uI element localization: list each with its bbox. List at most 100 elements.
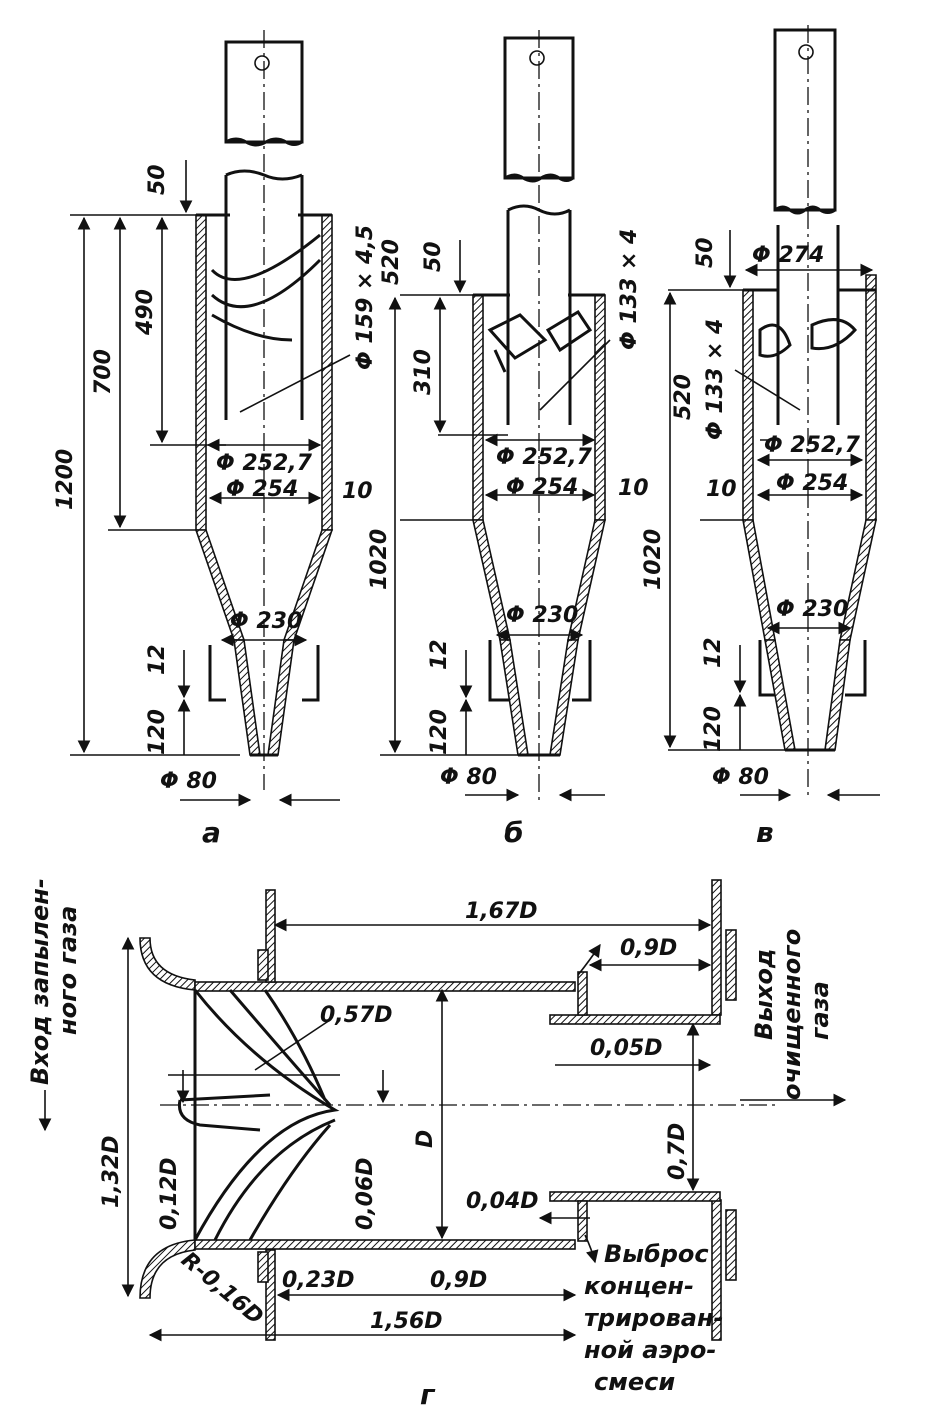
view-b-wall-left bbox=[472, 294, 484, 521]
view-a-outlet-right bbox=[267, 639, 295, 756]
view-g-skimmer-bottom bbox=[577, 1200, 588, 1242]
view-g-outlet-label-1: Выход bbox=[750, 949, 778, 1040]
view-b-cone-left bbox=[472, 519, 511, 641]
view-g-casing-flange-right-top bbox=[725, 929, 737, 1001]
view-g-label-07: 0,7D bbox=[665, 1123, 690, 1180]
view-v-top-pipe bbox=[773, 28, 837, 212]
view-a-label-230: Φ 230 bbox=[230, 609, 302, 634]
view-g-swirl-vanes bbox=[193, 989, 340, 1241]
view-b-outlet-right bbox=[549, 639, 579, 756]
view-b-label-230: Φ 230 bbox=[506, 603, 578, 628]
view-g-outlet-pipe-bottom bbox=[549, 1191, 721, 1202]
view-g-inlet-bell-top bbox=[139, 937, 196, 991]
view-g-label-09-top: 0,9D bbox=[620, 936, 677, 961]
view-g-discharge-label-1: Выброс bbox=[604, 1240, 709, 1268]
view-g-discharge-label-3: трирован- bbox=[584, 1304, 724, 1332]
view-v-pipe-hole bbox=[798, 44, 814, 60]
view-g-tube-bottom-wall bbox=[194, 1239, 576, 1250]
view-b-wall-right bbox=[594, 294, 606, 521]
view-a-label-12: 12 bbox=[145, 644, 170, 675]
view-g-discharge-label-5: смеси bbox=[594, 1368, 675, 1396]
view-v-extension-lines bbox=[668, 289, 785, 751]
view-g-label-057: 0,57D bbox=[320, 1003, 393, 1028]
view-a-label-254: Φ 254 bbox=[226, 477, 298, 502]
view-g-label-132: 1,32D bbox=[99, 1135, 124, 1208]
view-a-label-50: 50 bbox=[145, 164, 170, 195]
view-b-caption: б bbox=[504, 816, 524, 849]
view-v-label-1020: 1020 bbox=[641, 529, 666, 590]
view-b-label-10: 10 bbox=[618, 476, 649, 501]
view-v-lower-housing bbox=[758, 640, 867, 697]
view-g-casing-top-left bbox=[265, 889, 276, 983]
view-g-discharge-label-2: концен- bbox=[584, 1272, 694, 1300]
view-a-caption: а bbox=[202, 816, 221, 849]
view-v-pipe-break bbox=[774, 205, 836, 215]
view-b-label-120: 120 bbox=[427, 709, 452, 755]
view-a: 1200 700 490 50 Φ 159 × 4,5 Φ 252,7 Φ 25… bbox=[53, 30, 378, 849]
view-g-casing-top-right bbox=[711, 879, 722, 1016]
view-g-outlet-label-3: газа bbox=[806, 981, 834, 1040]
view-v-leader bbox=[734, 369, 801, 411]
view-a-leader bbox=[239, 354, 351, 413]
view-a-label-10: 10 bbox=[342, 479, 373, 504]
view-g-label-D: D bbox=[413, 1130, 438, 1148]
view-g-casing-flange-top bbox=[257, 949, 269, 981]
view-g-skimmer-top bbox=[577, 971, 588, 1016]
view-g-discharge-arrow-bottom bbox=[584, 1234, 599, 1264]
view-b-label-2527: Φ 252,7 bbox=[496, 445, 593, 470]
view-a-label-80: Φ 80 bbox=[160, 769, 217, 794]
view-g-inlet-label-2: ного газа bbox=[54, 906, 82, 1035]
view-g-label-r016: R-0,16D bbox=[176, 1247, 268, 1330]
view-b-swirl-blades bbox=[487, 309, 593, 373]
view-b-label-310: 310 bbox=[411, 349, 436, 395]
view-v-label-274: Φ 274 bbox=[752, 243, 824, 268]
view-g-casing-flange-bottom bbox=[257, 1251, 269, 1283]
view-a-label-2527: Φ 252,7 bbox=[216, 451, 313, 476]
view-v-wall-left bbox=[742, 289, 754, 521]
view-g-label-156: 1,56D bbox=[370, 1309, 443, 1334]
view-a-wall-right bbox=[321, 214, 333, 531]
view-b-label-254: Φ 254 bbox=[506, 475, 578, 500]
view-v-label-10: 10 bbox=[706, 477, 737, 502]
view-a-label-490: 490 bbox=[133, 289, 158, 336]
view-a-label-700: 700 bbox=[91, 349, 116, 395]
view-g-discharge-arrow-top bbox=[577, 943, 601, 976]
view-b-label-50: 50 bbox=[421, 241, 446, 272]
view-g-outlet-label-2: очищенного bbox=[778, 929, 806, 1100]
view-v-swirl-blades bbox=[758, 318, 857, 358]
view-b-label-80: Φ 80 bbox=[440, 765, 497, 790]
view-g: 1,67D 0,9D 0,57D 0,05D D 1,32D 0,12D 0,0… bbox=[26, 878, 847, 1409]
view-v-label-230: Φ 230 bbox=[776, 597, 848, 622]
view-a-lower-housing bbox=[208, 645, 320, 702]
view-g-caption: г bbox=[420, 1378, 436, 1409]
view-g-label-09-bot: 0,9D bbox=[430, 1268, 487, 1293]
view-b: 520 50 310 1020 Φ 133 × 4 Φ 252,7 Φ 254 … bbox=[367, 30, 649, 849]
view-b-extension-lines bbox=[380, 294, 518, 756]
view-v-label-12: 12 bbox=[701, 637, 726, 668]
view-v-caption: в bbox=[756, 816, 774, 849]
view-g-label-004: 0,04D bbox=[466, 1189, 539, 1214]
view-a-outlet-left bbox=[233, 639, 261, 756]
view-b-label-520: 520 bbox=[379, 239, 404, 285]
view-g-hub bbox=[177, 1093, 271, 1132]
view-v-label-50: 50 bbox=[693, 237, 718, 268]
view-b-pipe-break bbox=[504, 173, 574, 183]
view-b-outlet-left bbox=[499, 639, 529, 756]
view-g-inlet-label-1: Вход запылен- bbox=[26, 878, 54, 1085]
view-a-pipe-break bbox=[225, 137, 303, 147]
view-a-swirl-blade bbox=[210, 233, 322, 342]
view-v-cone-right bbox=[839, 519, 877, 641]
view-v-label-254: Φ 254 bbox=[776, 471, 848, 496]
view-b-leader bbox=[539, 339, 611, 411]
view-g-label-167: 1,67D bbox=[465, 899, 538, 924]
view-a-extension-lines bbox=[70, 214, 240, 756]
view-b-label-1020: 1020 bbox=[367, 529, 392, 590]
view-g-outlet-pipe-top bbox=[549, 1014, 721, 1025]
view-b-lower-housing bbox=[488, 640, 592, 702]
view-a-label-120: 120 bbox=[145, 709, 170, 755]
view-g-label-005: 0,05D bbox=[590, 1036, 663, 1061]
view-a-label-1200: 1200 bbox=[53, 449, 78, 510]
view-g-tube-top-wall bbox=[194, 981, 576, 992]
view-g-label-006: 0,06D bbox=[353, 1157, 378, 1230]
